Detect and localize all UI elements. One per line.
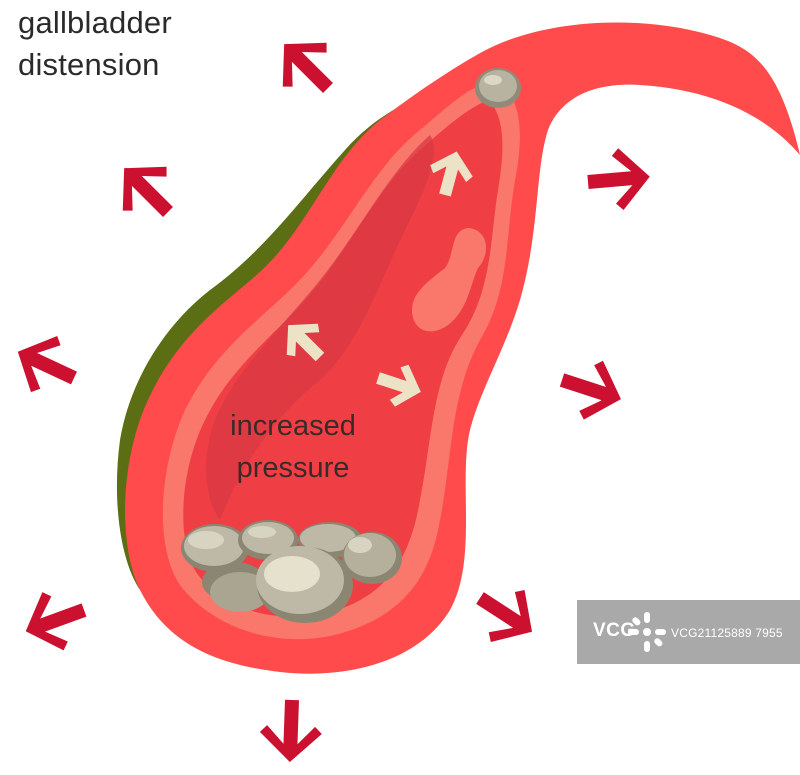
title-line-1: gallbladder xyxy=(18,5,172,40)
outward-arrow-icon xyxy=(585,145,653,213)
outward-arrow-icon xyxy=(262,22,350,110)
outward-arrow-icon xyxy=(552,350,631,429)
title-line-2: distension xyxy=(18,47,160,82)
lumen-shading xyxy=(205,135,434,520)
outward-arrow-icon xyxy=(258,698,323,764)
gallstone-icon xyxy=(475,68,521,108)
pressure-label-line-2: pressure xyxy=(236,452,350,484)
outward-arrow-icon xyxy=(463,572,549,658)
outward-arrow-icon xyxy=(4,323,88,407)
lumen xyxy=(183,100,503,617)
watermark-logo: VCG xyxy=(593,620,636,641)
pressure-label: increased pressure xyxy=(222,405,364,489)
mucosa-highlight xyxy=(412,228,487,332)
pressure-label-line-1: increased xyxy=(230,410,356,442)
watermark: VCG VCG21125889 7955 xyxy=(577,600,800,664)
outward-arrow-icon xyxy=(15,580,95,661)
watermark-id: VCG21125889 7955 xyxy=(671,626,783,640)
diagram-title: gallbladder distension xyxy=(18,2,172,86)
watermark-flower-icon xyxy=(628,612,666,652)
gallstone-cluster xyxy=(181,520,402,623)
outward-arrow-icon xyxy=(102,146,190,234)
